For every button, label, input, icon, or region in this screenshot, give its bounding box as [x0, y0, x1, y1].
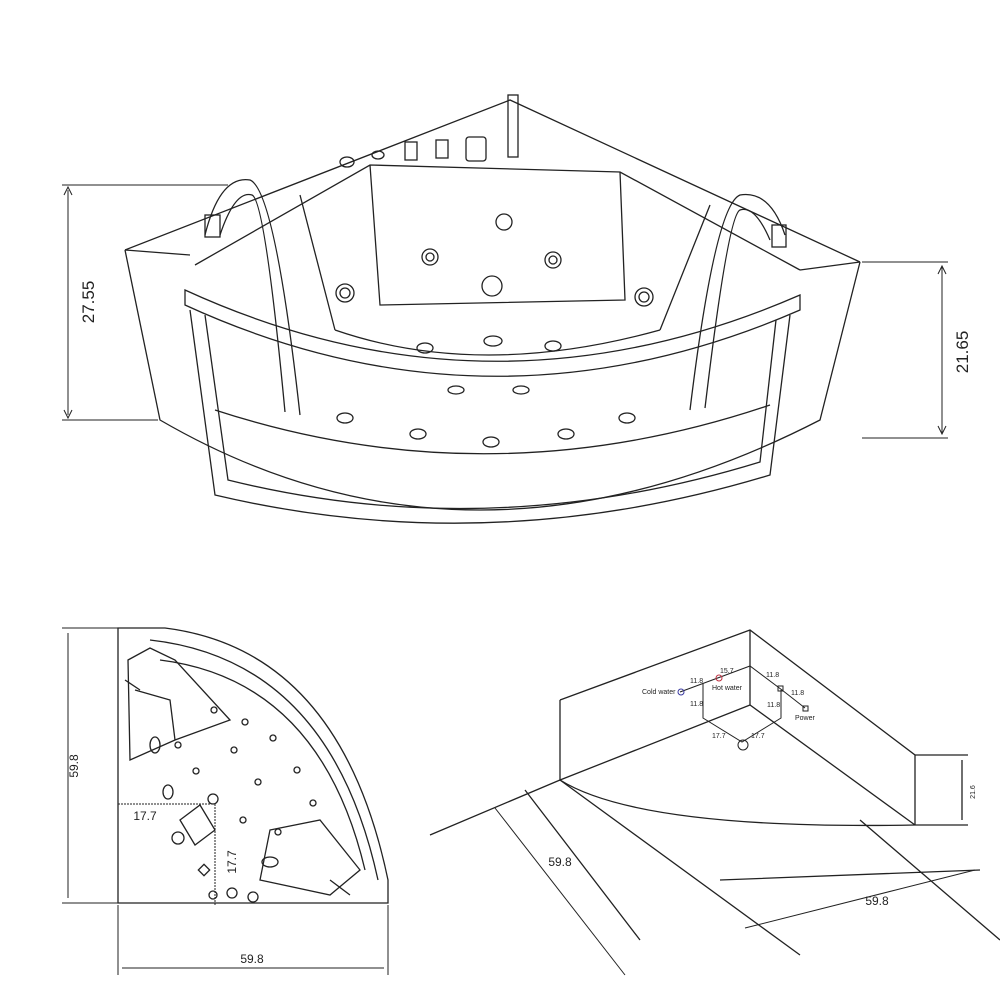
drain-offset-y-label: 17.7	[225, 850, 239, 874]
hot-water-inlet	[715, 674, 723, 682]
hot-water-label: Hot water	[712, 685, 743, 692]
power-offset-a-label: 11.8	[766, 672, 779, 679]
jets	[335, 213, 654, 448]
cold-water-height-label: 11.8	[690, 701, 703, 708]
width-label: 59.8	[240, 952, 264, 966]
hot-water-offset-label: 15.7	[720, 668, 734, 675]
installation-view: 21.6 59.8 59.8 Cold water Hot water Powe…	[429, 629, 1000, 976]
cold-water-inlet	[677, 688, 685, 696]
height-front-label: 21.65	[953, 331, 972, 374]
top-view-jets	[149, 706, 317, 903]
top-view: 59.8 59.8 17.7 17.7	[62, 627, 389, 975]
drain-offset-x-label: 17.7	[133, 809, 157, 823]
wall-width-left-label: 59.8	[548, 855, 572, 869]
apron-height-label: 21.6	[970, 785, 977, 799]
cold-water-depth-label: 11.8	[690, 678, 703, 685]
power-height-label: 11.8	[767, 702, 780, 709]
perspective-view: 27.55 21.65	[62, 94, 972, 524]
cold-water-label: Cold water	[642, 689, 676, 696]
drain-offset-left-label: 17.7	[712, 733, 726, 740]
power-label: Power	[795, 715, 816, 722]
wall-width-right-label: 59.8	[865, 894, 889, 908]
power-offset-b-label: 11.8	[791, 690, 804, 697]
drain-offset-right-label: 17.7	[751, 733, 765, 740]
height-back-label: 27.55	[79, 281, 98, 324]
depth-label: 59.8	[67, 754, 81, 778]
